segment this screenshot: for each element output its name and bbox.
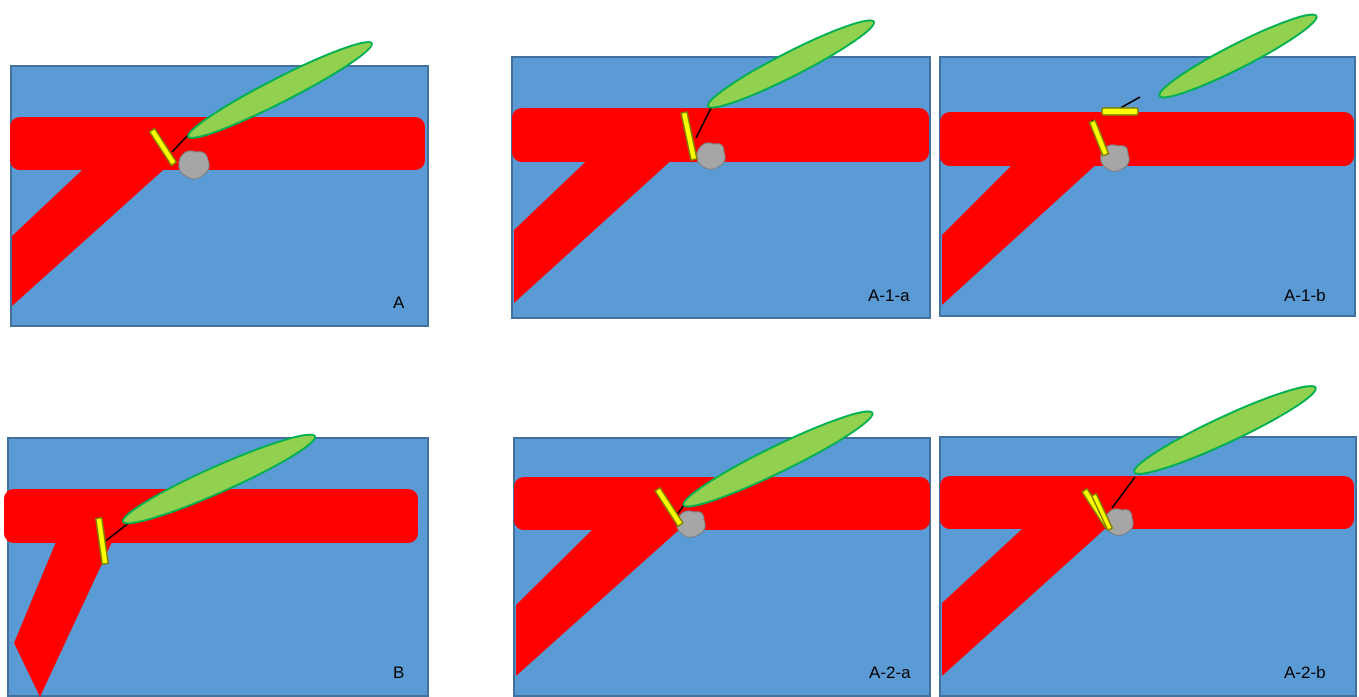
panel-a-1-b-label: A-1-b bbox=[1284, 286, 1326, 305]
panel-a-branch-vessel bbox=[12, 155, 180, 306]
panel-a-1-a-tether bbox=[695, 105, 713, 139]
panel-a-1-a: A-1-a bbox=[511, 19, 931, 319]
panel-b-clip bbox=[94, 516, 110, 566]
panel-a-2-b-device-body bbox=[1133, 385, 1317, 475]
panel-a-label: A bbox=[393, 293, 405, 312]
panel-a-lesion bbox=[178, 150, 210, 180]
panel-a-1-a-label: A-1-a bbox=[868, 286, 910, 305]
panel-a-2-a-device-body bbox=[682, 410, 874, 508]
panel-a-1-b: A-1-b bbox=[939, 13, 1356, 317]
panel-b-branch-vessel bbox=[14, 520, 122, 697]
panel-a-2-b: A-2-b bbox=[939, 385, 1357, 697]
panel-a-1-b-clip-upper bbox=[1101, 107, 1139, 116]
panel-a-2-a-lesion bbox=[676, 510, 706, 538]
panel-a-tether bbox=[171, 132, 191, 153]
panel-a-device-body bbox=[187, 41, 373, 139]
panel-a-1-a-lesion bbox=[696, 142, 726, 170]
panel-a-clip bbox=[148, 127, 178, 167]
panel-a-2-b-clip-second bbox=[1090, 492, 1114, 532]
panel-a: A bbox=[10, 41, 429, 327]
panel-a-2-a-label: A-2-a bbox=[869, 663, 911, 682]
panel-a-2-a-clip bbox=[654, 486, 684, 528]
panel-a-2-b-tether bbox=[1111, 476, 1136, 509]
panel-a-2-b-label: A-2-b bbox=[1284, 663, 1326, 682]
panel-a-1-b-main-vessel bbox=[940, 112, 1354, 166]
panel-a-1-b-branch-vessel bbox=[942, 152, 1110, 305]
panel-b: B bbox=[4, 433, 429, 697]
panel-a-2-a: A-2-a bbox=[513, 410, 931, 697]
panel-a-2-b-branch-vessel bbox=[942, 529, 1105, 676]
panel-a-2-a-main-vessel bbox=[514, 477, 930, 530]
panel-a-1-b-clip-lower bbox=[1088, 119, 1110, 157]
panel-b-label: B bbox=[393, 663, 404, 682]
panel-a-2-b-main-vessel bbox=[940, 476, 1354, 529]
panel-a-2-a-branch-vessel bbox=[516, 520, 690, 676]
panel-a-1-a-device-body bbox=[706, 19, 876, 109]
panel-a-1-a-branch-vessel bbox=[514, 148, 685, 303]
panel-b-device-body bbox=[121, 433, 317, 525]
panel-a-1-b-device-body bbox=[1158, 13, 1318, 99]
panel-b-tether bbox=[102, 521, 131, 544]
panel-a-1-a-clip bbox=[680, 111, 698, 161]
